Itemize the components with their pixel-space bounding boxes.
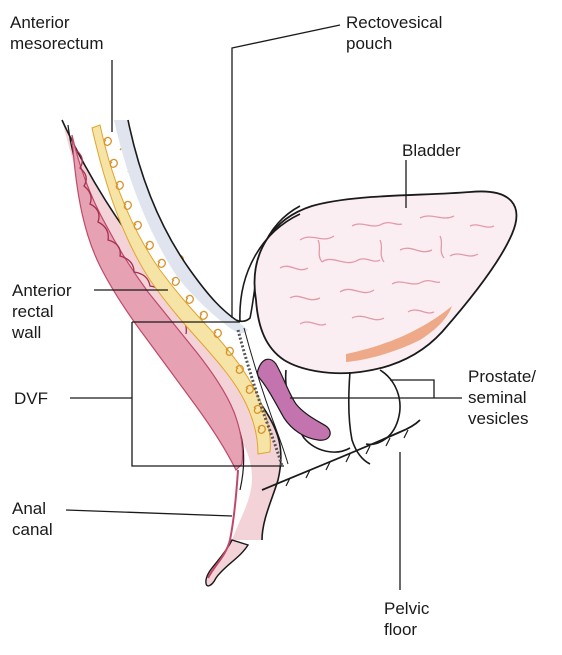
label-rectovesical-pouch: Rectovesical pouch [346, 12, 442, 54]
prostate-anterior-outline [366, 370, 400, 444]
label-prostate-line3: vesicles [468, 408, 536, 429]
label-anterior-rectal-wall-line1: Anterior [12, 280, 72, 301]
label-pelvic-floor: Pelvic floor [384, 598, 429, 640]
label-prostate-seminal-vesicles: Prostate/ seminal vesicles [468, 366, 536, 429]
label-pelvic-floor-line2: floor [384, 619, 429, 640]
label-bladder-line1: Bladder [402, 140, 461, 161]
label-rectovesical-pouch-line2: pouch [346, 33, 442, 54]
label-bladder: Bladder [402, 140, 461, 161]
label-prostate-line1: Prostate/ [468, 366, 536, 387]
label-anal-canal-line2: canal [12, 519, 53, 540]
label-anterior-mesorectum-line1: Anterior [10, 12, 104, 33]
label-prostate-line2: seminal [468, 387, 536, 408]
label-dvf-line1: DVF [14, 388, 48, 409]
leader-prostate [290, 380, 462, 398]
label-anal-canal: Anal canal [12, 498, 53, 540]
label-rectovesical-pouch-line1: Rectovesical [346, 12, 442, 33]
label-anal-canal-line1: Anal [12, 498, 53, 519]
label-anterior-mesorectum: Anterior mesorectum [10, 12, 104, 54]
label-anterior-rectal-wall: Anterior rectal wall [12, 280, 72, 343]
label-anterior-mesorectum-line2: mesorectum [10, 33, 104, 54]
label-anterior-rectal-wall-line3: wall [12, 322, 72, 343]
label-pelvic-floor-line1: Pelvic [384, 598, 429, 619]
label-anterior-rectal-wall-line2: rectal [12, 301, 72, 322]
leader-anal-canal [66, 510, 232, 516]
label-dvf: DVF [14, 388, 48, 409]
